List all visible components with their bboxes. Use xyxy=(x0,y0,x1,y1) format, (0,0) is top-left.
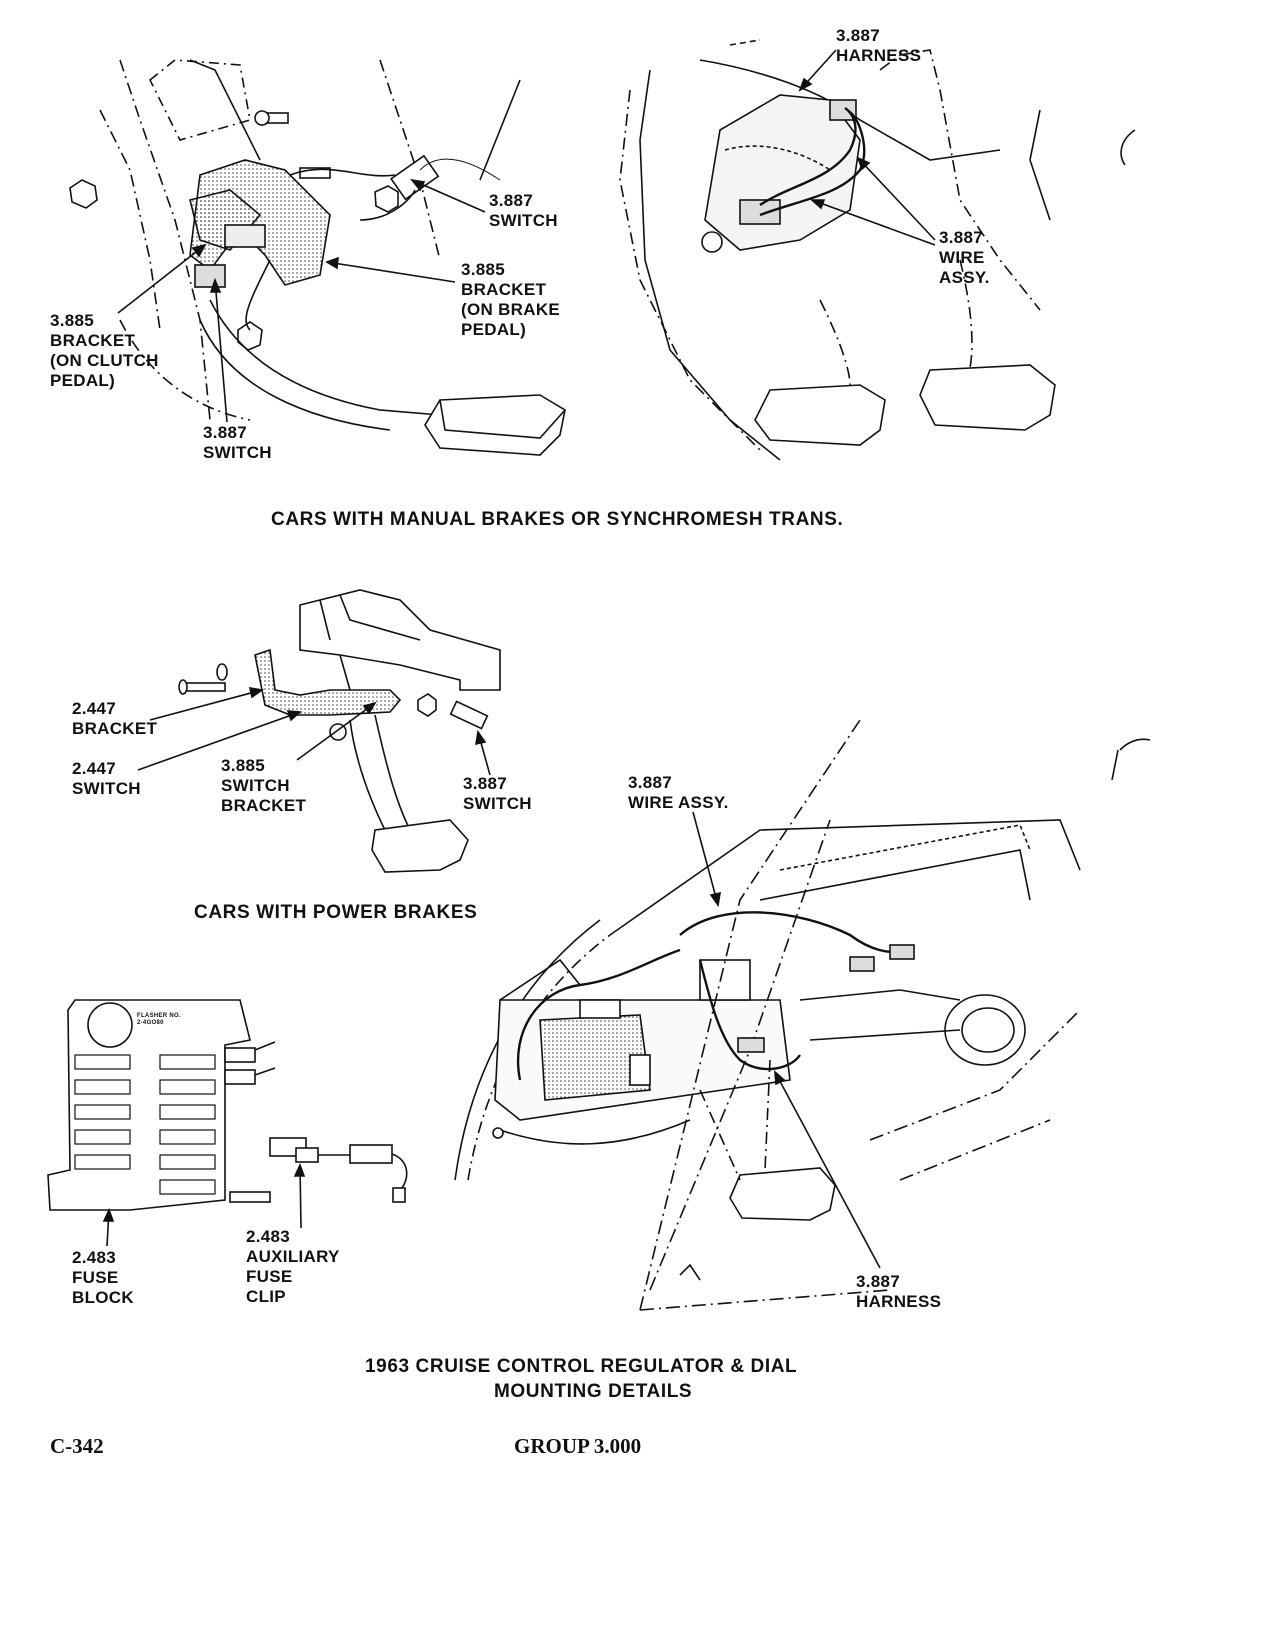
manual-left-leaders xyxy=(117,178,486,423)
part-name: BRACKET xyxy=(50,331,136,350)
panel-text: 2-4GO80 xyxy=(137,1020,164,1026)
label-switch-top: 3.887 SWITCH xyxy=(489,191,558,231)
manual-right-leaders xyxy=(798,49,936,246)
label-switch-bottom: 3.887 SWITCH xyxy=(203,423,272,463)
caption-manual-brakes: CARS WITH MANUAL BRAKES OR SYNCHROMESH T… xyxy=(271,509,844,530)
label-wire-assy-dash: 3.887 WIRE ASSY. xyxy=(628,773,729,813)
part-number: 2.447 xyxy=(72,699,117,718)
group-number: GROUP 3.000 xyxy=(514,1434,642,1458)
label-harness-dash: 3.887 HARNESS xyxy=(856,1272,941,1312)
label-switch-2447: 2.447 SWITCH xyxy=(72,759,141,799)
part-name: WIRE xyxy=(939,248,985,267)
part-number: 2.447 xyxy=(72,759,117,778)
label-switch-3887-power: 3.887 SWITCH xyxy=(463,774,532,814)
part-name: SWITCH xyxy=(203,443,272,462)
part-number: 3.887 xyxy=(463,774,508,793)
label-harness-top: 3.887 HARNESS xyxy=(836,26,921,66)
part-number: 3.887 xyxy=(836,26,881,45)
part-name: SWITCH xyxy=(463,794,532,813)
part-name: SWITCH xyxy=(489,211,558,230)
part-name: FUSE xyxy=(246,1267,293,1286)
part-name: CLIP xyxy=(246,1287,286,1306)
part-name: ASSY. xyxy=(939,268,990,287)
part-name: SWITCH xyxy=(72,779,141,798)
page-code: C-342 xyxy=(50,1434,104,1458)
part-name: BRACKET xyxy=(221,796,307,815)
label-bracket-2447: 2.447 BRACKET xyxy=(72,699,157,739)
part-number: 3.887 xyxy=(628,773,673,792)
label-bracket-brake: 3.885 BRACKET (ON BRAKE PEDAL) xyxy=(461,260,560,340)
part-name: AUXILIARY xyxy=(246,1247,340,1266)
power-brakes-illustration xyxy=(178,589,501,873)
part-number: 3.885 xyxy=(221,756,266,775)
part-note: (ON BRAKE xyxy=(461,300,561,319)
manual-left-illustration xyxy=(69,59,566,456)
part-number: 3.885 xyxy=(50,311,95,330)
label-bracket-clutch: 3.885 BRACKET (ON CLUTCH PEDAL) xyxy=(50,311,159,391)
panel-text: FLASHER NO. xyxy=(137,1013,181,1019)
label-fuse-block: 2.483 FUSE BLOCK xyxy=(72,1248,134,1308)
fuse-block-illustration xyxy=(47,999,408,1211)
part-name: BRACKET xyxy=(461,280,547,299)
power-brakes-leaders xyxy=(137,687,491,776)
dash-illustration xyxy=(454,719,1151,1311)
part-name: SWITCH xyxy=(221,776,290,795)
part-note: PEDAL) xyxy=(461,320,527,339)
caption-power-brakes: CARS WITH POWER BRAKES xyxy=(194,902,478,923)
label-wire-assy-top: 3.887 WIRE ASSY. xyxy=(939,228,990,288)
part-name: FUSE xyxy=(72,1268,119,1287)
part-name: HARNESS xyxy=(836,46,922,65)
manual-right-illustration xyxy=(619,39,1136,461)
part-number: 2.483 xyxy=(246,1227,291,1246)
dash-leaders xyxy=(692,811,881,1269)
part-name: BLOCK xyxy=(72,1288,134,1307)
part-name: BRACKET xyxy=(72,719,158,738)
part-note: PEDAL) xyxy=(50,371,116,390)
part-number: 3.887 xyxy=(203,423,248,442)
part-note: (ON CLUTCH xyxy=(50,351,159,370)
fuse-panel-title: FLASHER NO. 2-4GO80 xyxy=(137,1013,181,1027)
part-number: 2.483 xyxy=(72,1248,117,1267)
part-name: WIRE ASSY. xyxy=(628,793,729,812)
caption-main-line2: MOUNTING DETAILS xyxy=(494,1381,693,1402)
part-number: 3.887 xyxy=(856,1272,901,1291)
part-name: HARNESS xyxy=(856,1292,942,1311)
part-number: 3.885 xyxy=(461,260,506,279)
fuse-block-leaders xyxy=(102,1162,306,1247)
caption-main-line1: 1963 CRUISE CONTROL REGULATOR & DIAL xyxy=(365,1356,798,1377)
part-number: 3.887 xyxy=(489,191,534,210)
label-switch-bracket-3885: 3.885 SWITCH BRACKET xyxy=(221,756,306,816)
part-number: 3.887 xyxy=(939,228,984,247)
label-aux-fuse-clip: 2.483 AUXILIARY FUSE CLIP xyxy=(246,1227,340,1307)
